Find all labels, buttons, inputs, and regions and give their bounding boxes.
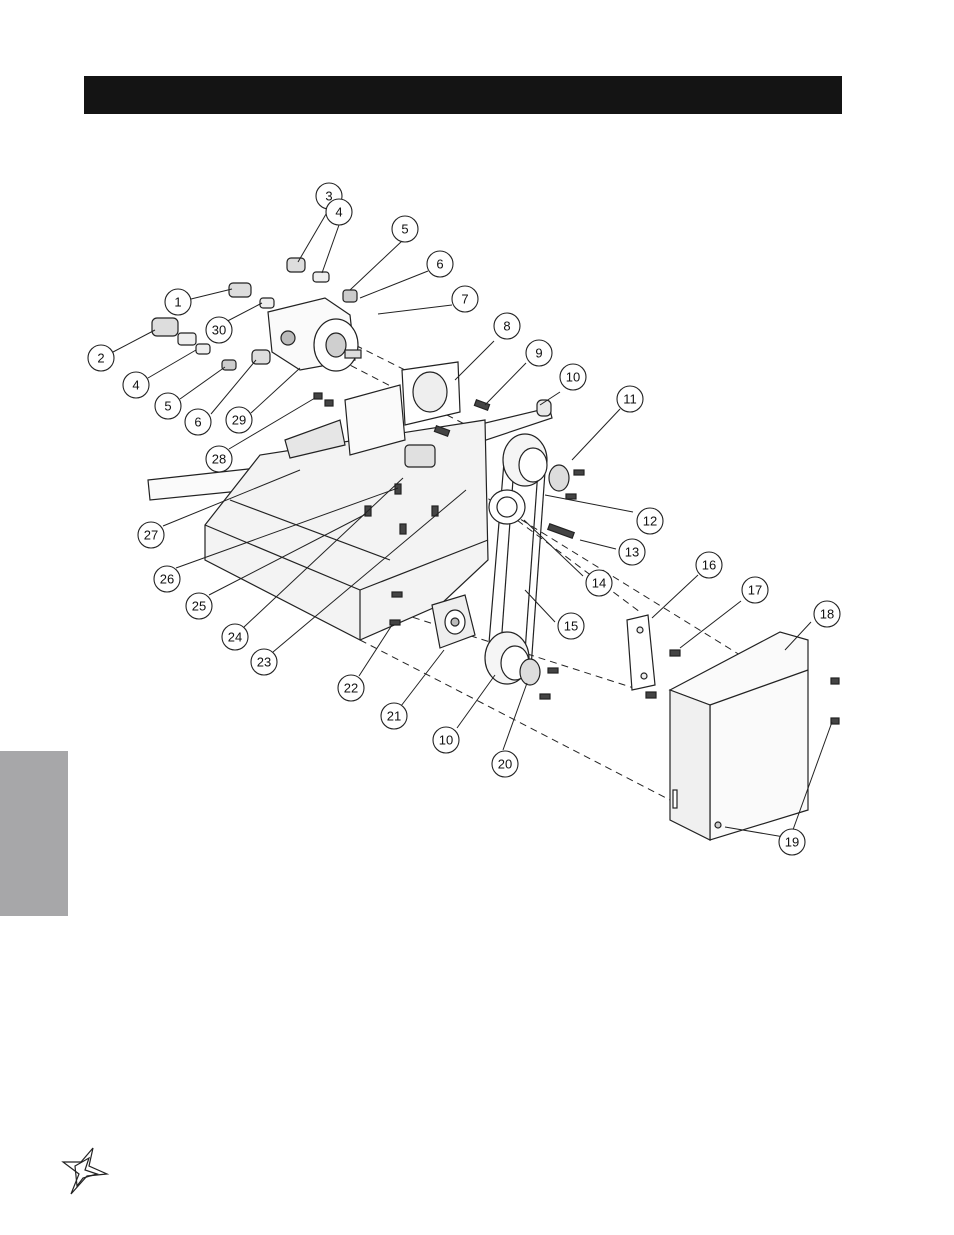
callout-6: 6 [426, 250, 454, 278]
callout-5: 5 [391, 215, 419, 243]
callout-24: 24 [221, 623, 249, 651]
callout-6b: 6 [184, 408, 212, 436]
callout-10b: 10 [432, 726, 460, 754]
callout-5b: 5 [154, 392, 182, 420]
callout-11-label: 11 [623, 392, 637, 407]
callout-8: 8 [493, 312, 521, 340]
callout-25: 25 [185, 592, 213, 620]
callout-20: 20 [491, 750, 519, 778]
callout-10b-label: 10 [439, 733, 453, 748]
callout-2-label: 2 [97, 351, 104, 366]
callout-27: 27 [137, 521, 165, 549]
callout-28: 28 [205, 445, 233, 473]
callout-19-label: 19 [785, 835, 799, 850]
callout-18: 18 [813, 600, 841, 628]
callout-13-label: 13 [625, 545, 639, 560]
belt-guard-bracket [626, 614, 656, 691]
callout-17: 17 [741, 576, 769, 604]
callout-16-label: 16 [702, 558, 716, 573]
callout-24-label: 24 [228, 630, 242, 645]
callout-15: 15 [557, 612, 585, 640]
callout-27-label: 27 [144, 528, 158, 543]
callout-22-label: 22 [344, 681, 358, 696]
callout-13: 13 [618, 538, 646, 566]
callout-23: 23 [250, 648, 278, 676]
callout-4: 4 [325, 198, 353, 226]
callout-30-label: 30 [212, 323, 226, 338]
callout-10-label: 10 [566, 370, 580, 385]
callout-12-label: 12 [643, 514, 657, 529]
callout-17-label: 17 [748, 583, 762, 598]
mounting-plate [401, 361, 461, 426]
callout-3-label: 3 [325, 189, 332, 204]
pulley-and-belt-assembly [484, 433, 570, 686]
callout-5-label: 5 [401, 222, 408, 237]
callout-28-label: 28 [212, 452, 226, 467]
callout-1-label: 1 [174, 295, 181, 310]
callout-19: 19 [778, 828, 806, 856]
callout-21: 21 [380, 702, 408, 730]
callout-10: 10 [559, 363, 587, 391]
deck-housing [204, 419, 489, 641]
callout-30: 30 [205, 316, 233, 344]
center-bracket [284, 384, 436, 468]
callout-4-label: 4 [335, 205, 342, 220]
callout-8-label: 8 [503, 319, 510, 334]
callout-26: 26 [153, 565, 181, 593]
callout-25-label: 25 [192, 599, 206, 614]
hydraulic-motor [267, 297, 362, 372]
callout-1: 1 [164, 288, 192, 316]
callout-4b-label: 4 [132, 378, 139, 393]
callout-9-label: 9 [535, 346, 542, 361]
callout-18-label: 18 [820, 607, 834, 622]
callout-14-label: 14 [592, 576, 606, 591]
callout-22: 22 [337, 674, 365, 702]
callout-29-label: 29 [232, 413, 246, 428]
callout-5b-label: 5 [164, 399, 171, 414]
callout-14: 14 [585, 569, 613, 597]
callout-12: 12 [636, 507, 664, 535]
callout-7: 7 [451, 285, 479, 313]
callout-20-label: 20 [498, 757, 512, 772]
hydraulic-fittings [151, 257, 358, 371]
callout-11: 11 [616, 385, 644, 413]
callout-21-label: 21 [387, 709, 401, 724]
callout-4b: 4 [122, 371, 150, 399]
callout-16: 16 [695, 551, 723, 579]
header-bar [84, 76, 842, 114]
callout-9: 9 [525, 339, 553, 367]
callout-6-label: 6 [436, 257, 443, 272]
callout-26-label: 26 [160, 572, 174, 587]
flange-bearing [431, 594, 476, 649]
callout-7-label: 7 [461, 292, 468, 307]
section-tab [0, 751, 68, 916]
callout-6b-label: 6 [194, 415, 201, 430]
callout-29: 29 [225, 406, 253, 434]
belt-guard-cover [668, 631, 809, 841]
callout-23-label: 23 [257, 655, 271, 670]
leader-lines [112, 208, 833, 839]
callout-2: 2 [87, 344, 115, 372]
starburst-logo-icon [61, 1147, 110, 1195]
callout-15-label: 15 [564, 619, 578, 634]
